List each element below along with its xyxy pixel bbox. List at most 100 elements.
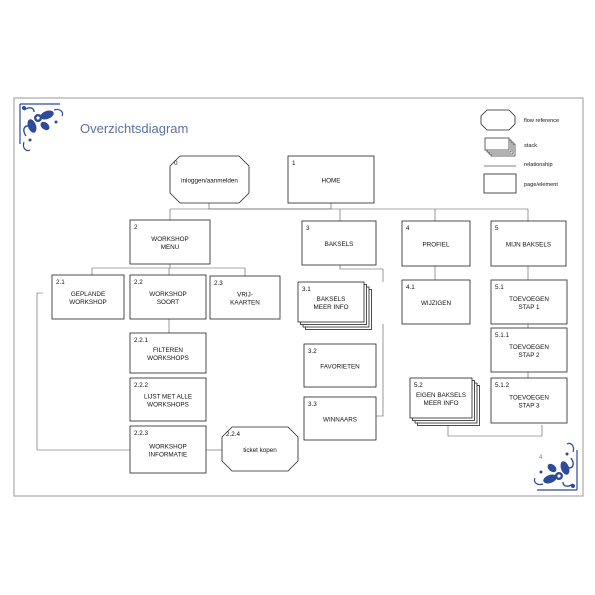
node-label: MIJN BAKSELS [506, 242, 551, 249]
connector [376, 324, 384, 417]
legend-label-flow-reference: flow reference [524, 118, 559, 124]
flow-reference-box [221, 426, 299, 472]
diagram-title: Overzichtsdiagram [80, 121, 188, 136]
node-number: 3 [306, 225, 310, 232]
page-box [209, 275, 281, 320]
page-box [129, 332, 207, 374]
stack-box [409, 377, 473, 419]
node-number: 0 [174, 160, 178, 167]
node-label: MEER INFO [424, 400, 459, 407]
legend: flow reference stack relationship page/e… [480, 109, 559, 194]
delft-ornament-top-left-icon [19, 103, 64, 152]
node-number: 2 [134, 224, 138, 231]
node-label: HOME [322, 178, 341, 185]
stack-box [297, 281, 365, 323]
legend-label-page-element: page/element [524, 182, 558, 188]
node-label: GEPLANDE [71, 291, 105, 298]
node-number: 2.2.3 [134, 430, 149, 437]
node-label: STAP 2 [518, 352, 540, 359]
connectors [36, 201, 543, 451]
node-label: SOORT [157, 299, 179, 306]
legend-label-relationship: relationship [524, 162, 553, 168]
node-number: 5 [495, 225, 499, 232]
stack-icon [484, 137, 516, 157]
page-number: 4 [539, 455, 543, 461]
page-box [129, 377, 207, 422]
node-number: 2.3 [214, 280, 223, 287]
page-element-icon [483, 173, 517, 194]
node-label: BAKSELS [317, 296, 346, 303]
node-label: WORKSHOPS [147, 402, 189, 409]
node-number: 4.1 [406, 284, 415, 291]
node-number: 2.1 [56, 279, 65, 286]
node-number: 5.1.2 [495, 382, 510, 389]
connector [339, 265, 384, 282]
node-label: ticket kopen [243, 447, 277, 454]
node-label: WORKSHOP [149, 291, 186, 298]
node-label: WORKSHOP [69, 299, 106, 306]
page-box [129, 274, 207, 320]
node-label: LIJST MET ALLE [144, 394, 192, 401]
node-label: KAARTEN [230, 300, 260, 307]
node-label: FILTEREN [153, 347, 183, 354]
node-number: 1 [292, 160, 296, 167]
page-box [303, 396, 377, 441]
node-number: 5.1.1 [495, 332, 510, 339]
page-box [401, 220, 471, 267]
node-label: EIGEN BAKSELS [416, 392, 466, 399]
nodes: 0inloggen/aanmelden1HOME2WORKSHOPMENU3BA… [51, 155, 568, 474]
page-box [287, 155, 375, 204]
flow-reference-icon [480, 109, 516, 131]
node-label: PROFIEL [423, 242, 450, 249]
node-number: 2.2 [134, 279, 143, 286]
flow-reference-box [169, 155, 250, 204]
node-number: 2.2.2 [134, 382, 149, 389]
node-label: WORKSHOPS [147, 355, 189, 362]
node-number: 4 [406, 225, 410, 232]
node-label: MENU [161, 244, 180, 251]
node-label: TOEVOEGEN [509, 344, 549, 351]
node-number: 3.1 [302, 286, 311, 293]
page-box [129, 219, 211, 265]
page-box [129, 425, 207, 474]
ornament-shape [533, 442, 578, 491]
delft-ornament-bottom-right-icon [533, 442, 578, 491]
page-box [490, 377, 568, 424]
node-label: STAP 1 [518, 304, 540, 311]
connector [36, 292, 130, 451]
legend-label-stack: stack [524, 143, 537, 149]
node-label: BAKSELS [325, 241, 354, 248]
node-label: VRIJ- [237, 292, 253, 299]
connector [447, 425, 543, 437]
node-number: 5.2 [414, 382, 423, 389]
node-label: TOEVOEGEN [509, 296, 549, 303]
node-number: 3.3 [308, 401, 317, 408]
node-label: WIJZIGEN [421, 300, 452, 307]
node-label: STAP 3 [518, 403, 540, 410]
node-number: 3.2 [308, 348, 317, 355]
node-label: FAVORIETEN [320, 364, 360, 371]
page-box [490, 327, 568, 373]
page-box [490, 220, 567, 267]
